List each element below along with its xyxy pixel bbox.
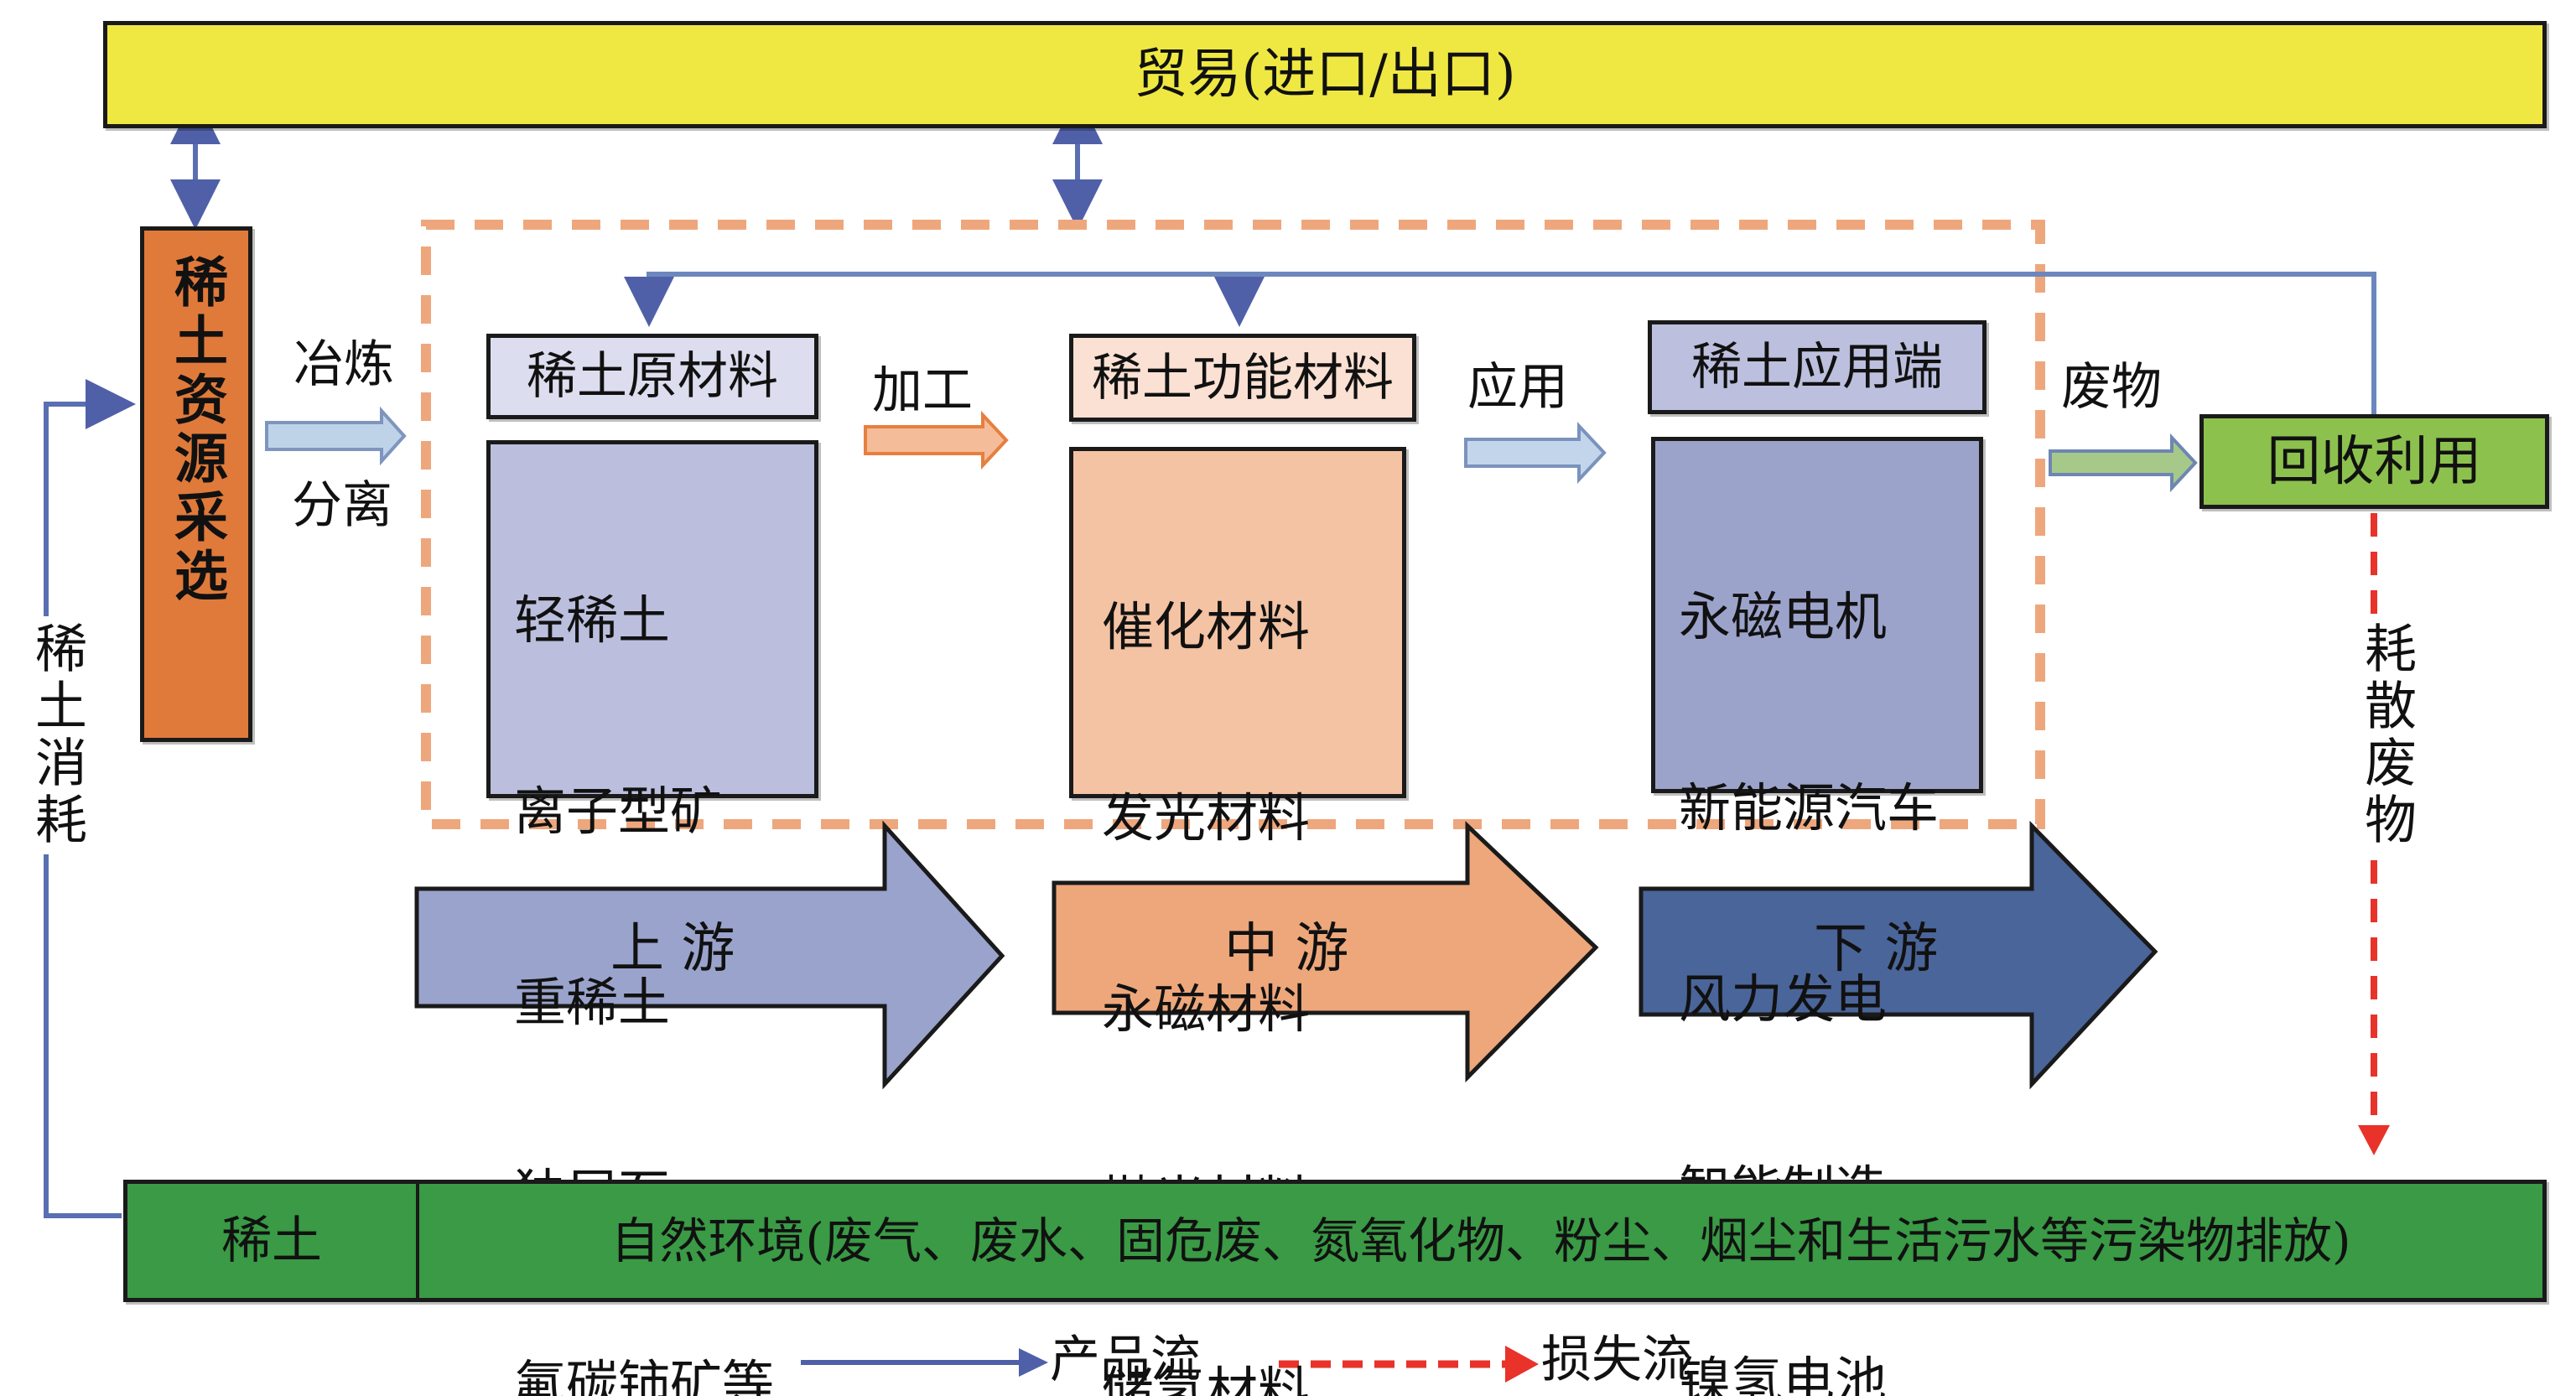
consumption-label: 稀土消耗	[18, 616, 94, 854]
legend-product-flow-label: 产品流	[1050, 1331, 1201, 1389]
application-end-header: 稀土应用端	[1648, 320, 1987, 414]
application-end-title: 稀土应用端	[1691, 338, 1943, 397]
mining-label: 稀土资源采选	[165, 253, 228, 606]
raw-materials-list: 轻稀土 离子型矿 重稀土 独居石 氟碳铈矿等	[486, 440, 818, 1396]
environment-bar: 稀土 自然环境(废气、废水、固危废、氮氧化物、粉尘、烟尘和生活污水等污染物排放)	[123, 1180, 2547, 1302]
environment-emissions-cell: 自然环境(废气、废水、固危废、氮氧化物、粉尘、烟尘和生活污水等污染物排放)	[419, 1184, 2542, 1298]
recycling-box: 回收利用	[2199, 414, 2549, 509]
list-item: 永磁材料	[1102, 978, 1311, 1040]
separation-label: 分离	[292, 476, 392, 535]
segment-arrow-midstream	[1052, 821, 1599, 1083]
list-item: 离子型矿	[514, 781, 723, 842]
waste-label: 废物	[2061, 358, 2162, 417]
functional-materials-list: 催化材料 发光材料 永磁材料 抛光材料 储氢材料...	[1069, 447, 1406, 1396]
legend-loss-flow-label: 损失流	[1541, 1331, 1692, 1389]
list-item: 储氢材料...	[1102, 1361, 1360, 1396]
trade-label: 贸易(进口/出口)	[1134, 44, 1516, 106]
industry-chain-frame	[421, 220, 2045, 829]
environment-rare-earth-label: 稀土	[221, 1212, 322, 1270]
trade-bar: 贸易(进口/出口)	[103, 21, 2547, 128]
legend-product-arrow-head	[1019, 1348, 1048, 1377]
list-item: 镍氢电池	[1679, 1351, 1888, 1396]
processing-arrow	[864, 410, 1009, 470]
application-label: 应用	[1467, 358, 1568, 417]
raw-materials-title: 稀土原材料	[527, 347, 778, 406]
mining-box: 稀土资源采选	[140, 226, 252, 742]
smelting-label: 冶炼	[293, 335, 394, 394]
application-end-list: 永磁电机 新能源汽车 风力发电 智能制造 镍氢电池	[1651, 437, 1983, 1396]
list-item: 发光材料	[1102, 787, 1311, 848]
downstream-label: 下 游	[1814, 918, 1939, 980]
dissipation-arrow-head	[2358, 1125, 2390, 1155]
list-item: 风力发电	[1679, 968, 1888, 1030]
legend-loss-arrow-head	[1505, 1346, 1539, 1383]
segment-arrow-upstream	[414, 820, 1005, 1090]
list-item: 永磁电机	[1679, 586, 1888, 647]
environment-rare-earth-cell: 稀土	[127, 1184, 419, 1298]
functional-materials-header: 稀土功能材料	[1069, 334, 1416, 422]
processing-label: 加工	[872, 361, 973, 420]
list-item: 催化材料	[1102, 596, 1311, 657]
dissipation-label: 耗散废物	[2348, 616, 2423, 854]
recycling-feedback-line	[624, 272, 2376, 416]
application-arrow	[1464, 421, 1607, 485]
environment-emissions-label: 自然环境(废气、废水、固危废、氮氧化物、粉尘、烟尘和生活污水等污染物排放)	[610, 1212, 2351, 1269]
list-item: 重稀土	[514, 972, 671, 1033]
list-item: 氟碳铈矿等	[514, 1354, 775, 1396]
smelting-arrow	[265, 406, 407, 466]
list-item: 新能源汽车	[1679, 777, 1940, 838]
midstream-label: 中 游	[1224, 918, 1349, 980]
raw-materials-header: 稀土原材料	[486, 334, 818, 419]
upstream-label: 上 游	[610, 918, 735, 980]
functional-materials-title: 稀土功能材料	[1092, 348, 1394, 407]
list-item: 轻稀土	[514, 589, 671, 651]
segment-arrow-downstream	[1639, 820, 2158, 1090]
recycling-label: 回收利用	[2267, 430, 2482, 493]
waste-arrow	[2049, 433, 2198, 493]
